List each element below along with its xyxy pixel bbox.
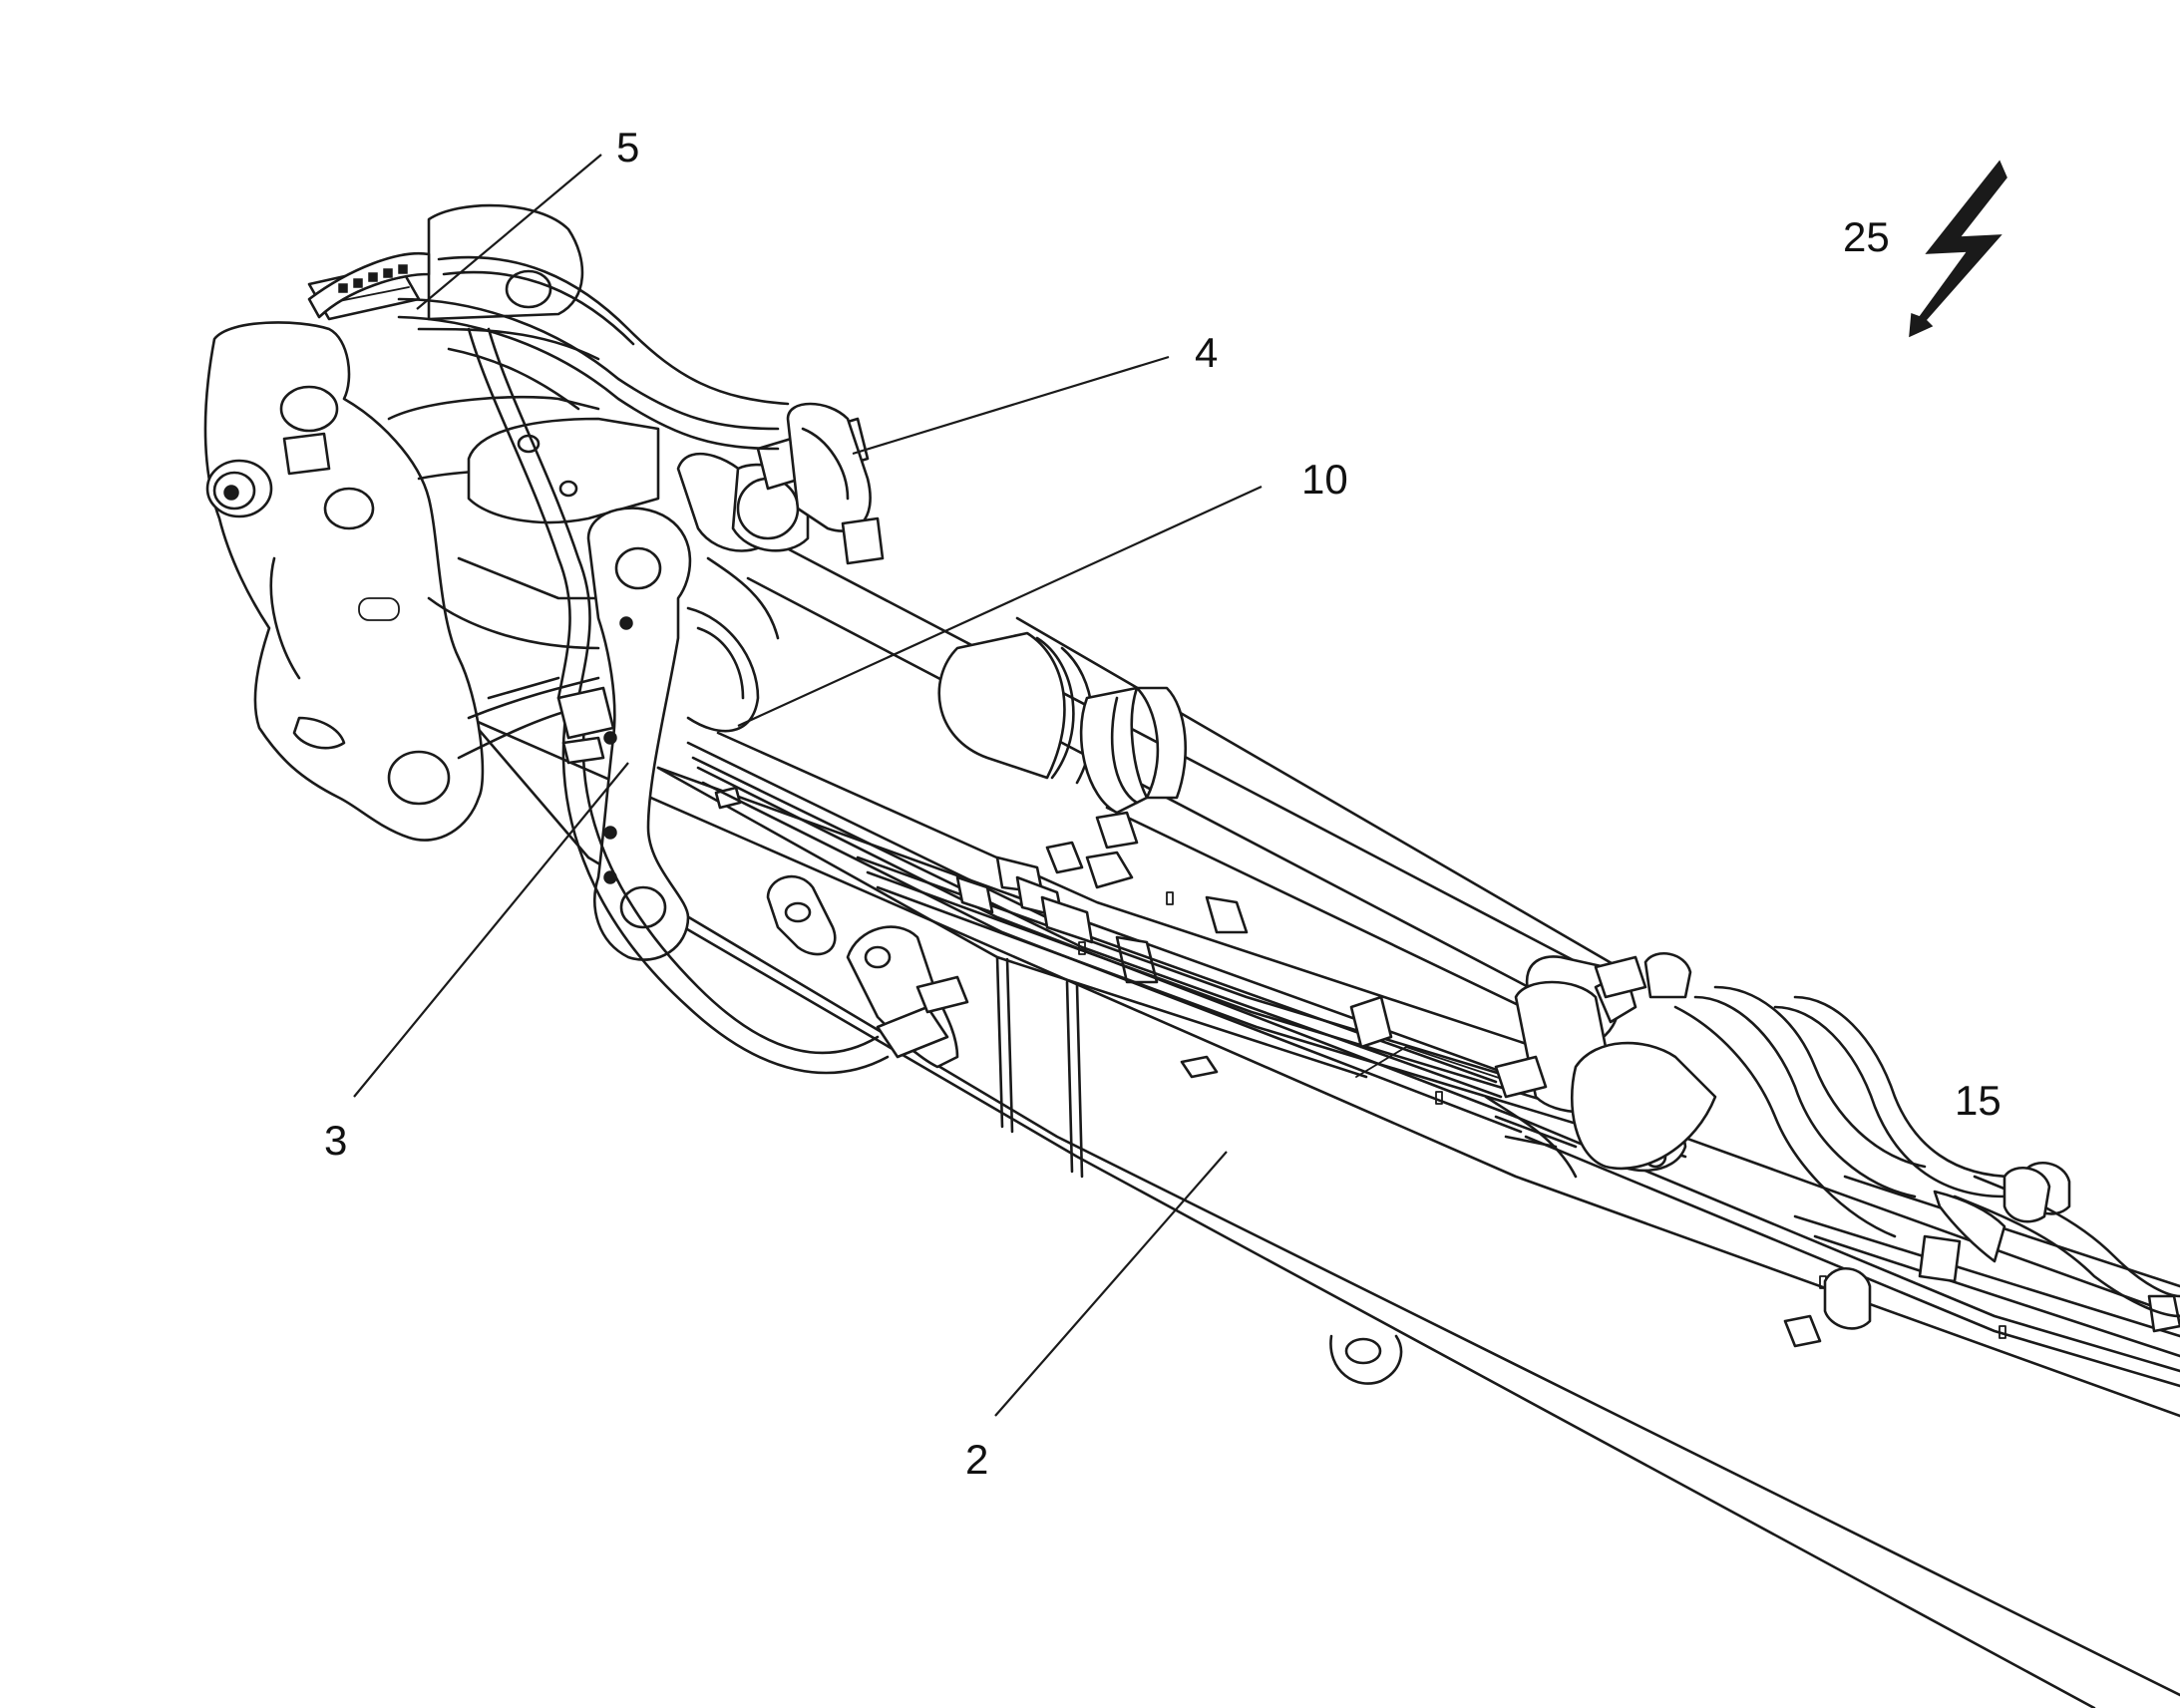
- lightning-bolt-icon: [1909, 160, 2007, 338]
- connector-pins: [338, 264, 408, 293]
- leader-5: [416, 154, 602, 310]
- leader-10: [737, 485, 1263, 728]
- leader-2: [994, 1151, 1228, 1417]
- callout-4: 4: [1195, 329, 1218, 376]
- coupler-hoses: [397, 255, 890, 1075]
- leader-3: [353, 762, 629, 1098]
- hydraulic-cylinder: [676, 452, 1637, 1049]
- quick-coupler-assembly: [203, 203, 969, 1069]
- leader-lines: [353, 154, 1263, 1417]
- callout-5: 5: [616, 124, 639, 171]
- leader-4: [852, 355, 1170, 456]
- callout-15: 15: [1955, 1077, 2001, 1124]
- boom-pivot-assembly: [1484, 952, 2180, 1318]
- callout-2: 2: [965, 1436, 988, 1483]
- boom-body: [467, 716, 2180, 1708]
- callout-10: 10: [1301, 456, 1348, 503]
- callout-25: 25: [1843, 213, 1890, 260]
- callout-3: 3: [324, 1117, 347, 1164]
